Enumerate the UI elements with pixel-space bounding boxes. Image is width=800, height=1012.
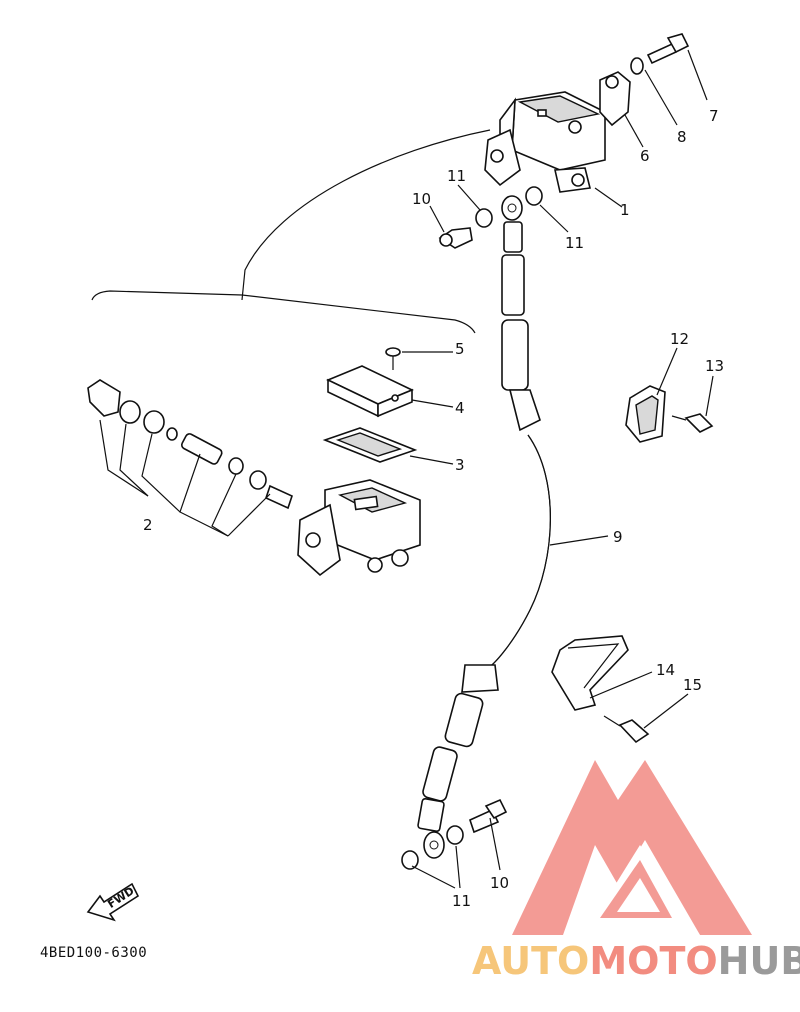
copper-washer-bottom-b (446, 825, 464, 845)
watermark-auto: AUTO (472, 939, 589, 983)
callout-1: 1 (620, 201, 630, 219)
copper-washer-bottom-a (401, 850, 419, 870)
master-cylinder-upper (484, 91, 606, 193)
leader-lines (99, 49, 714, 889)
union-bolt-top (438, 227, 473, 249)
callout-8: 8 (677, 128, 687, 146)
callout-14: 14 (656, 661, 675, 679)
callout-15: 15 (683, 676, 702, 694)
piston-kit (87, 379, 293, 510)
callout-12: 12 (670, 330, 689, 348)
callout-6: 6 (640, 147, 650, 165)
callout-7: 7 (709, 107, 719, 125)
callout-10-top: 10 (412, 190, 431, 208)
watermark-brand: AUTOMOTOHUB (472, 939, 800, 983)
callout-13: 13 (705, 357, 724, 375)
reservoir-cap (326, 365, 414, 418)
callout-3: 3 (455, 456, 465, 474)
callout-5: 5 (455, 340, 465, 358)
hose-clip (625, 385, 666, 443)
clip-screw (671, 413, 714, 433)
callout-4: 4 (455, 399, 465, 417)
watermark-hub: HUB (718, 939, 800, 983)
watermark-logo (512, 760, 752, 935)
washer-8 (630, 57, 644, 75)
callout-9: 9 (613, 528, 623, 546)
watermark-moto: MOTO (589, 939, 717, 983)
callout-2: 2 (143, 516, 153, 534)
callout-11-top-left: 11 (447, 167, 466, 185)
reservoir-diaphragm (322, 427, 418, 463)
fwd-direction-arrow: FWD (86, 882, 140, 922)
document-code: 4BED100-6300 (40, 945, 147, 961)
callout-11-bottom: 11 (452, 892, 471, 910)
master-cylinder-detail (297, 479, 421, 577)
callout-10-bottom: 10 (490, 874, 509, 892)
cap-screw (385, 347, 401, 370)
detail-bracket (91, 290, 476, 334)
brake-hose (417, 195, 551, 859)
hose-guide-bracket (551, 635, 629, 711)
union-bolt-bottom (469, 798, 508, 834)
copper-washer-top-a (475, 208, 493, 228)
overview-leader-arc (241, 129, 491, 301)
handlebar-clamp (599, 71, 631, 127)
copper-washer-top-b (525, 186, 543, 206)
clamp-bolt-7 (646, 33, 690, 65)
callout-11-top-right: 11 (565, 234, 584, 252)
bracket-screw (603, 715, 650, 744)
